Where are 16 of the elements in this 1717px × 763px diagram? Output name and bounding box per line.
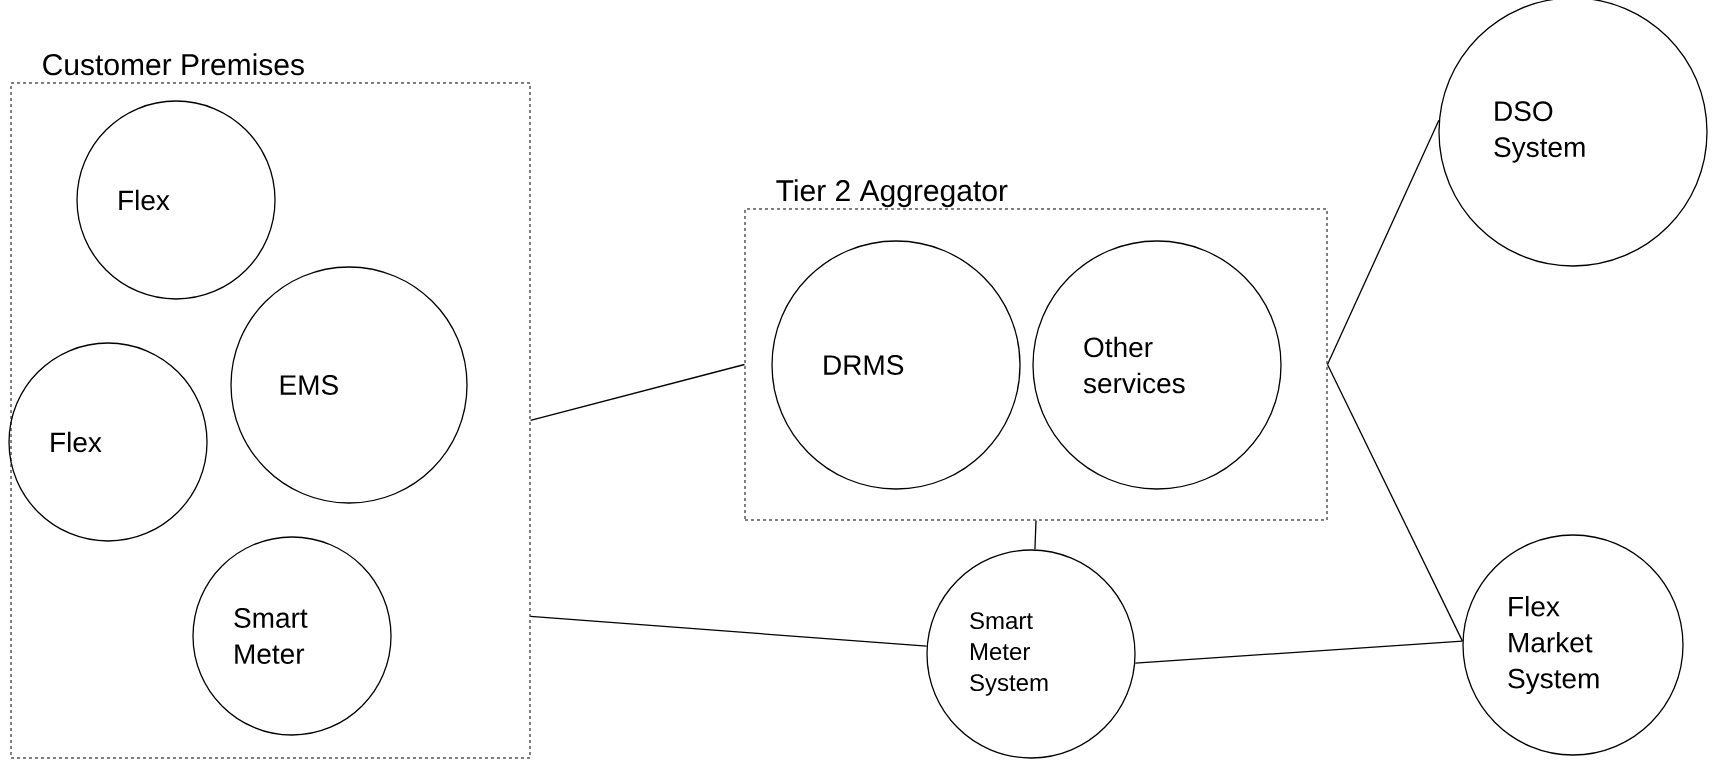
- connector-line: [1034, 519, 1037, 551]
- circle-node: Flex: [8, 342, 208, 542]
- circle-node: Flex Market System: [1462, 534, 1684, 756]
- connector-line: [529, 615, 928, 647]
- connector-line: [1134, 640, 1464, 664]
- circle-node: Smart Meter: [192, 536, 392, 736]
- node-label: Tier 2 Aggregator: [776, 179, 1008, 208]
- circle-node: Smart Meter System: [926, 549, 1136, 759]
- circle-node: Flex: [76, 100, 276, 300]
- circle-node: Other services: [1032, 240, 1282, 490]
- connector-line: [529, 363, 746, 422]
- circle-node: DRMS: [771, 240, 1021, 490]
- connector-line: [1326, 119, 1440, 366]
- connector-line: [1326, 363, 1464, 642]
- circle-node: EMS: [230, 266, 468, 504]
- node-label: Customer Premises: [43, 53, 304, 76]
